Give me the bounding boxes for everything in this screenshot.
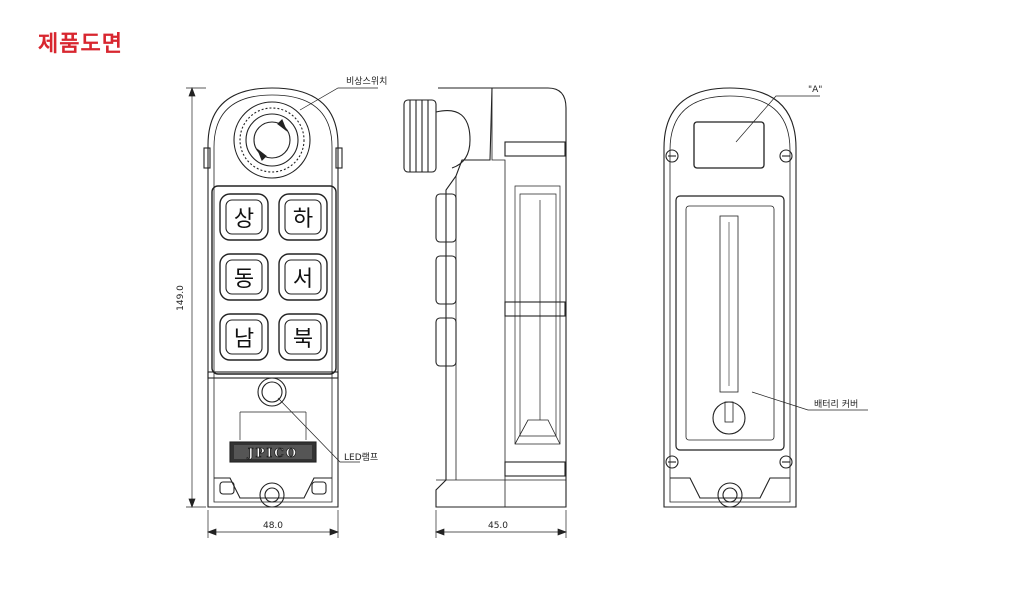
button-up[interactable]: 상 bbox=[219, 193, 269, 241]
button-south-label: 남 bbox=[234, 327, 254, 352]
height-dimension-label: 149.0 bbox=[176, 285, 186, 311]
button-west[interactable]: 서 bbox=[278, 253, 328, 301]
button-south[interactable]: 남 bbox=[219, 313, 269, 361]
side-width-dimension bbox=[435, 510, 567, 538]
battery-cover[interactable] bbox=[675, 195, 785, 451]
brand-logo-plate: JPICO bbox=[229, 441, 317, 463]
battery-cover-label: 배터리 커버 bbox=[814, 399, 858, 410]
button-north[interactable]: 북 bbox=[278, 313, 328, 361]
a-mark-label: "A" bbox=[808, 85, 822, 95]
led-lamp bbox=[257, 377, 287, 407]
button-down-label: 하 bbox=[293, 207, 313, 232]
led-lamp-label: LED램프 bbox=[344, 451, 378, 463]
side-view bbox=[403, 87, 567, 508]
front-width-label: 48.0 bbox=[263, 521, 283, 531]
front-width-dimension bbox=[207, 510, 339, 538]
button-east-label: 동 bbox=[234, 267, 254, 292]
brand-logo: JPICO bbox=[247, 446, 298, 460]
emergency-switch-label: 비상스위치 bbox=[346, 75, 387, 87]
emergency-switch-dial[interactable] bbox=[233, 101, 311, 179]
button-up-label: 상 bbox=[234, 207, 254, 232]
side-width-label: 45.0 bbox=[488, 521, 508, 531]
button-east[interactable]: 동 bbox=[219, 253, 269, 301]
button-west-label: 서 bbox=[293, 267, 313, 292]
button-down[interactable]: 하 bbox=[278, 193, 328, 241]
page-title: 제품도면 bbox=[38, 32, 123, 57]
button-north-label: 북 bbox=[293, 327, 313, 352]
back-view bbox=[663, 87, 797, 508]
front-view: 상 하 동 서 남 북 bbox=[203, 87, 343, 508]
height-dimension bbox=[186, 87, 206, 508]
